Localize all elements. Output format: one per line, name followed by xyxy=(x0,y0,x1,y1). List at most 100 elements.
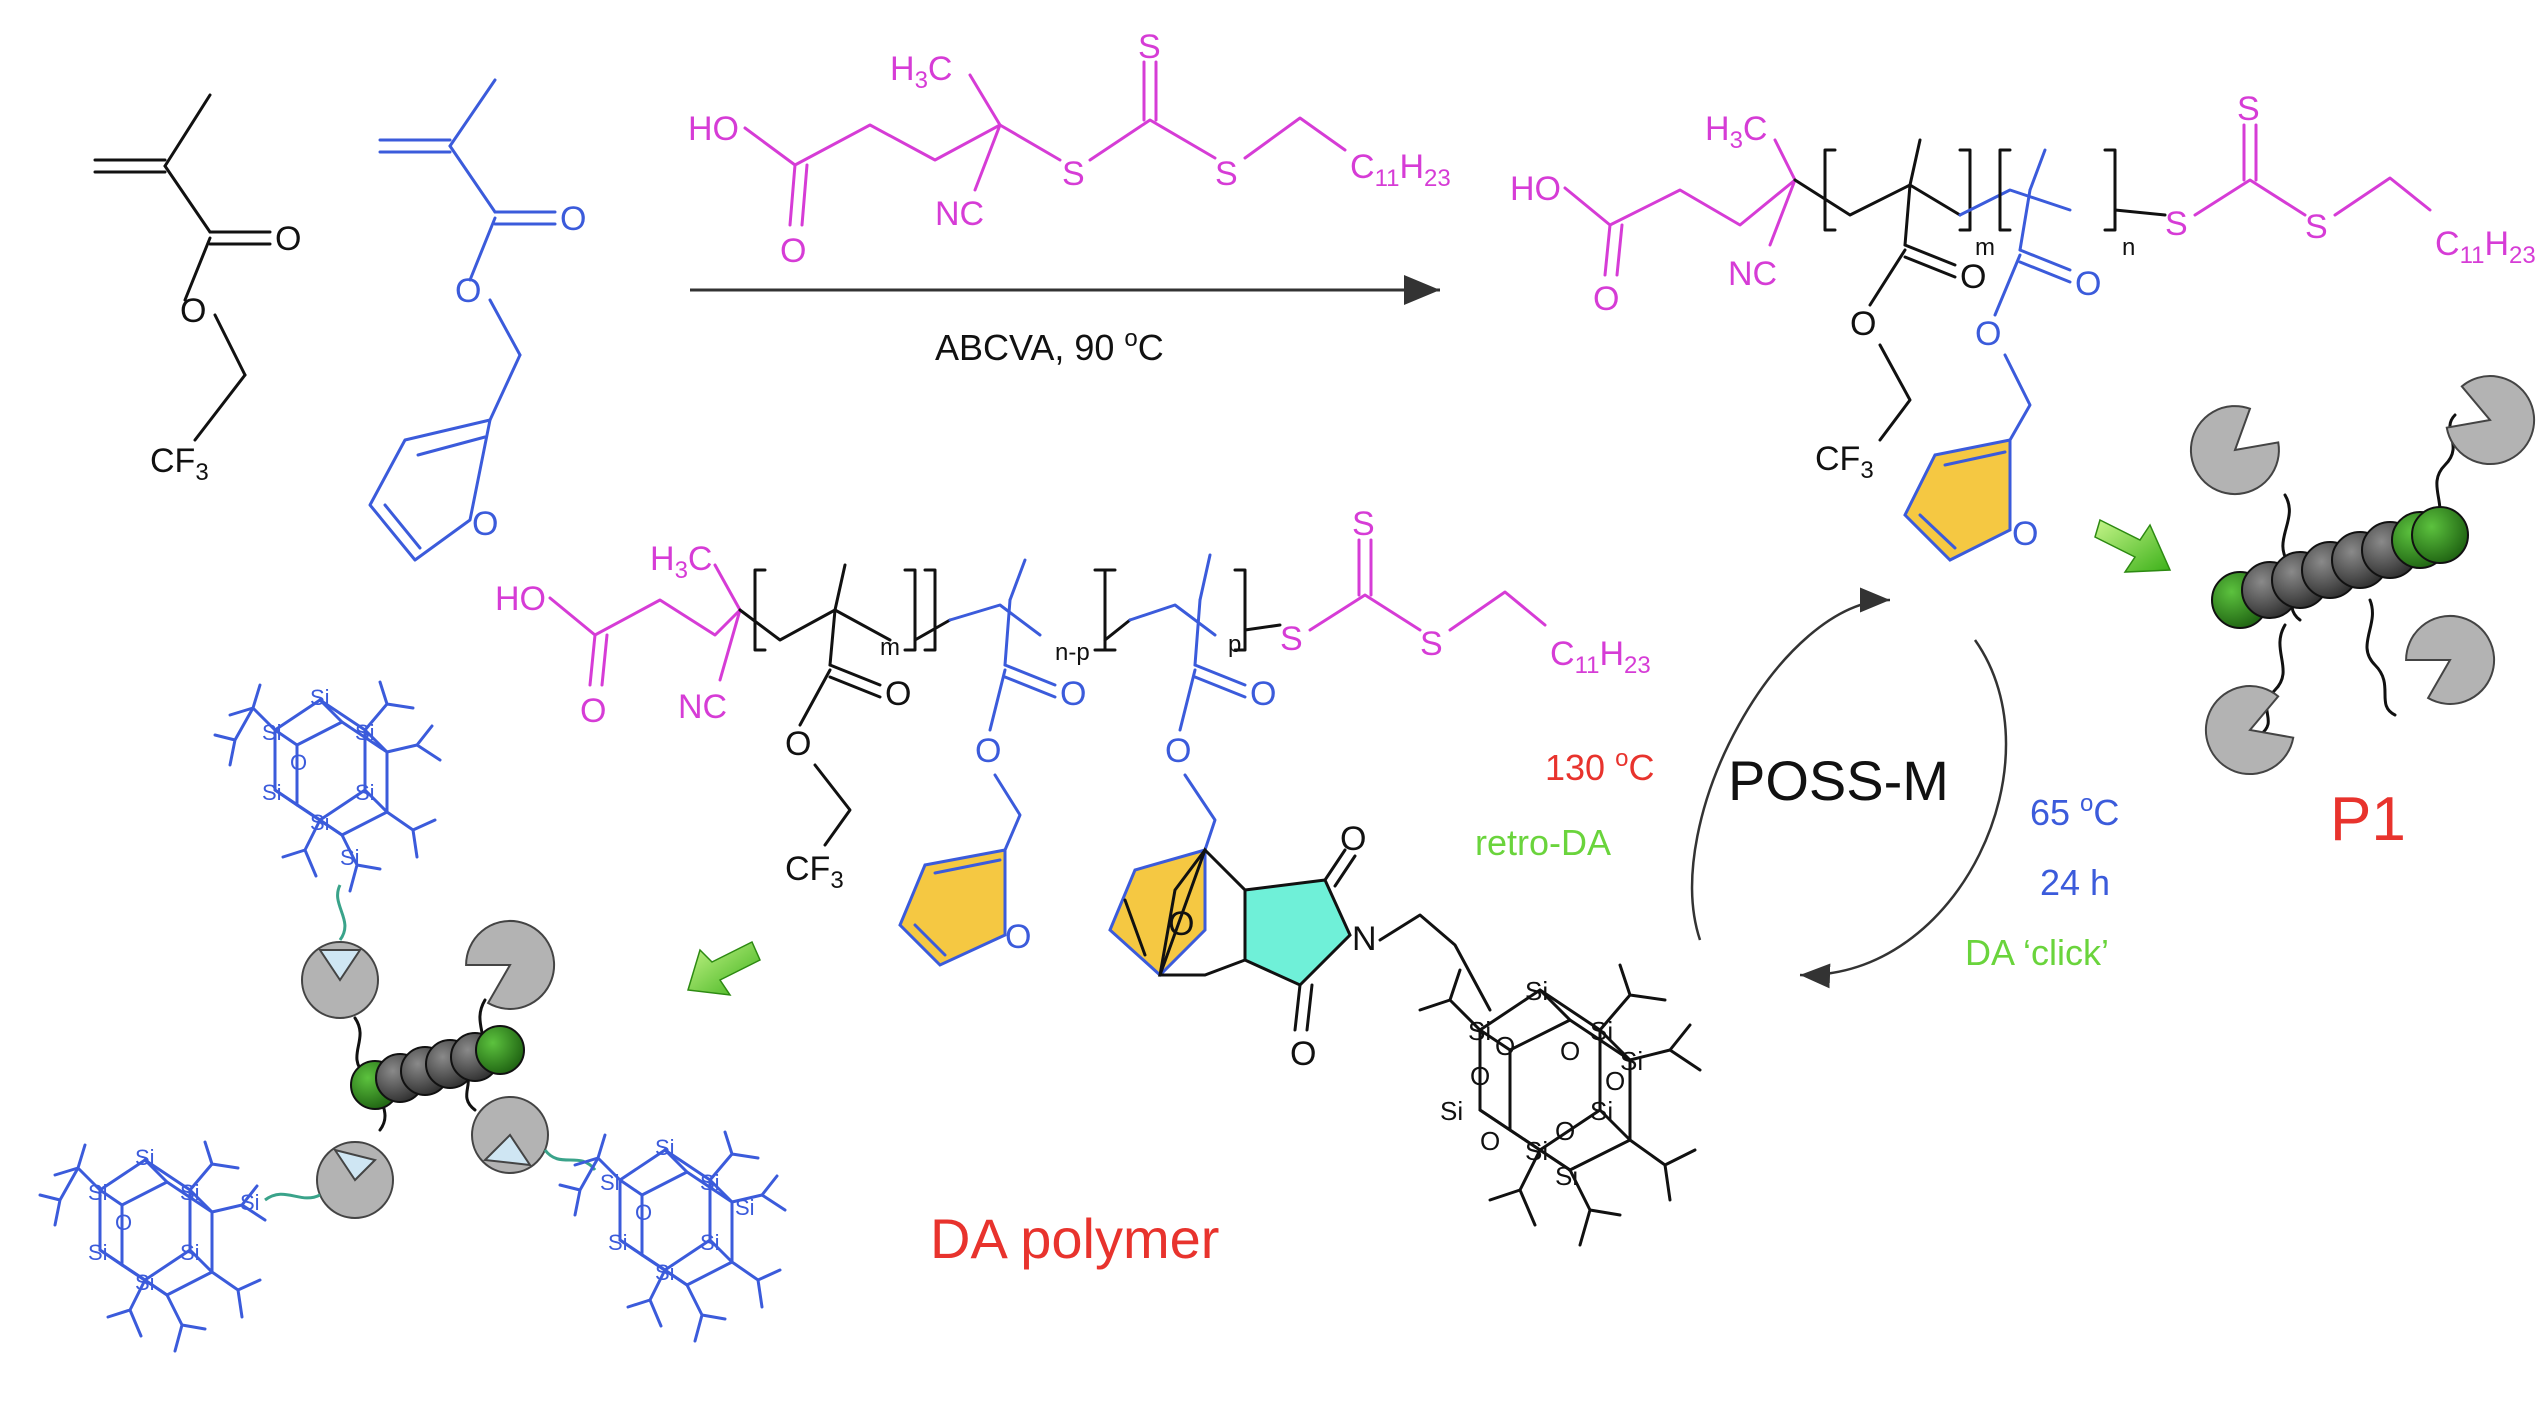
poss-o-2: O xyxy=(1560,1036,1580,1066)
top-o-label: O xyxy=(1593,280,1619,318)
mid-m-subscript: m xyxy=(880,634,900,661)
poss-si-5: Si xyxy=(1440,1096,1463,1126)
mid-s2-label: S xyxy=(1420,625,1443,663)
cycle-center-label: POSS-M xyxy=(1728,749,1949,812)
cartoon-poss3-si-4: Si xyxy=(700,1230,720,1255)
fma-carbonyl-o-label: O xyxy=(560,200,586,238)
polymer-top: HO O H3C NC m n S S S C11H23 O O CF3 xyxy=(1510,90,2536,562)
green-arrow-right xyxy=(2094,518,2172,573)
top-s1-label: S xyxy=(2165,205,2188,243)
cartoon-poss3-si-6: Si xyxy=(655,1260,675,1285)
mid-c11h23-label: C11H23 xyxy=(1550,635,1651,679)
cycle-left-label: retro-DA xyxy=(1475,822,1611,863)
cartoon-poss3-si-1: Si xyxy=(600,1170,620,1195)
cf3-label: CF3 xyxy=(150,442,209,486)
mid-bridge-o: O xyxy=(1168,905,1194,943)
mid-cf3-label: CF3 xyxy=(785,850,844,894)
mid-da-carbonyl-o: O xyxy=(1250,675,1276,713)
cta-o-label: O xyxy=(780,232,806,270)
cartoon-poss3-o-1: O xyxy=(635,1200,652,1225)
cartoon-poss1-si-4: Si xyxy=(355,780,375,805)
cartoon-poss2-si-3: Si xyxy=(180,1180,200,1205)
top-furan-o: O xyxy=(2012,515,2038,553)
mid-np-subscript: n-p xyxy=(1055,639,1090,666)
poss-o-1: O xyxy=(1495,1031,1515,1061)
mid-ho-label: HO xyxy=(495,580,546,618)
poss-si-2: Si xyxy=(1525,976,1548,1006)
cartoon-poss1-si-2: Si xyxy=(310,685,330,710)
cartoon-poss1-si-5: Si xyxy=(262,780,282,805)
cartoon-poss1-si-3: Si xyxy=(355,720,375,745)
fma-ester-o-label: O xyxy=(455,272,481,310)
cta-s-thione-label: S xyxy=(1138,28,1161,66)
top-h3c-label: H3C xyxy=(1705,110,1767,154)
poss-si-3: Si xyxy=(1590,1016,1613,1046)
mid-b-ester-o: O xyxy=(975,732,1001,770)
top-b-ester-o: O xyxy=(1975,315,2001,353)
poss-o-4: O xyxy=(1605,1066,1625,1096)
cartoon-poss1-si-1: Si xyxy=(262,720,282,745)
poss-o-3: O xyxy=(1470,1061,1490,1091)
da-polymer-cartoon: Si Si Si Si Si Si Si O Si Si S xyxy=(38,680,787,1353)
cycle-right-temp: 65 oC xyxy=(2030,790,2119,833)
mid-furan-o: O xyxy=(1005,918,1031,956)
cartoon-poss3-si-3: Si xyxy=(700,1170,720,1195)
top-cf3-label: CF3 xyxy=(1815,440,1874,484)
p1-label: P1 xyxy=(2330,785,2406,854)
polymer-middle: HO O H3C NC m n-p p S S S C11H23 xyxy=(495,505,1651,1073)
cartoon-poss3-si-5: Si xyxy=(608,1230,628,1255)
da-polymer-label: DA polymer xyxy=(930,1207,1219,1270)
mid-nc-label: NC xyxy=(678,688,727,726)
poss-cage-black: Si Si Si Si Si Si Si Si O O O O O O xyxy=(1418,963,1702,1247)
poss-si-1: Si xyxy=(1468,1016,1491,1046)
cartoon-poss2-si-5: Si xyxy=(88,1240,108,1265)
cartoon-poss2-si-4: Si xyxy=(180,1240,200,1265)
top-s-thione-label: S xyxy=(2237,90,2260,128)
cartoon-poss2-si-6: Si xyxy=(135,1270,155,1295)
cartoon-poss2-si-7: Si xyxy=(240,1190,260,1215)
cartoon-poss1-o-1: O xyxy=(290,750,307,775)
cartoon-poss2-si-2: Si xyxy=(135,1145,155,1170)
mid-imide-n: N xyxy=(1352,920,1377,958)
p1-cartoon: P1 xyxy=(2171,364,2544,854)
cartoon-poss2-o-1: O xyxy=(115,1210,132,1235)
cta-ho-label: HO xyxy=(688,110,739,148)
cta-s2-label: S xyxy=(1215,155,1238,193)
top-c11h23-label: C11H23 xyxy=(2435,225,2536,269)
top-k-ester-o: O xyxy=(1850,305,1876,343)
cartoon-poss3-si-7: Si xyxy=(735,1195,755,1220)
reaction-arrow: ABCVA, 90 oC xyxy=(690,275,1440,368)
poss-si-6: Si xyxy=(1525,1136,1548,1166)
mid-h3c-label: H3C xyxy=(650,540,712,584)
poss-si-4: Si xyxy=(1590,1096,1613,1126)
top-ho-label: HO xyxy=(1510,170,1561,208)
fma-ring-o-label: O xyxy=(472,505,498,543)
mid-k-carbonyl-o: O xyxy=(885,675,911,713)
cta-c11h23-label: C11H23 xyxy=(1350,148,1451,192)
top-b-carbonyl-o: O xyxy=(2075,265,2101,303)
mid-s-thione-label: S xyxy=(1352,505,1375,543)
mid-p-subscript: p xyxy=(1228,631,1241,658)
mid-da-ester-o: O xyxy=(1165,732,1191,770)
cartoon-poss1-si-7: Si xyxy=(340,845,360,870)
cycle-right-label: DA ‘click’ xyxy=(1965,932,2109,973)
carbonyl-o-label: O xyxy=(275,220,301,258)
poss-si-7: Si xyxy=(1620,1046,1643,1076)
green-arrow-left xyxy=(687,940,761,996)
cycle-right-time: 24 h xyxy=(2040,862,2110,903)
cartoon-poss3-si-2: Si xyxy=(655,1135,675,1160)
cta-nc-label: NC xyxy=(935,195,984,233)
mid-imide-o1: O xyxy=(1340,820,1366,858)
mid-b-carbonyl-o: O xyxy=(1060,675,1086,713)
poss-si-8: Si xyxy=(1555,1161,1578,1191)
reaction-condition-label: ABCVA, 90 oC xyxy=(935,325,1164,368)
top-n-subscript: n xyxy=(2122,234,2135,261)
cartoon-poss2-si-1: Si xyxy=(88,1180,108,1205)
cycle: POSS-M 130 oC retro-DA 65 oC 24 h DA ‘cl… xyxy=(1475,587,2119,989)
cartoon-poss1-si-6: Si xyxy=(310,810,330,835)
ester-o-label: O xyxy=(180,292,206,330)
top-k-carbonyl-o: O xyxy=(1960,258,1986,296)
mid-imide-o2: O xyxy=(1290,1035,1316,1073)
monomer-tfema: O O CF3 xyxy=(93,93,301,486)
